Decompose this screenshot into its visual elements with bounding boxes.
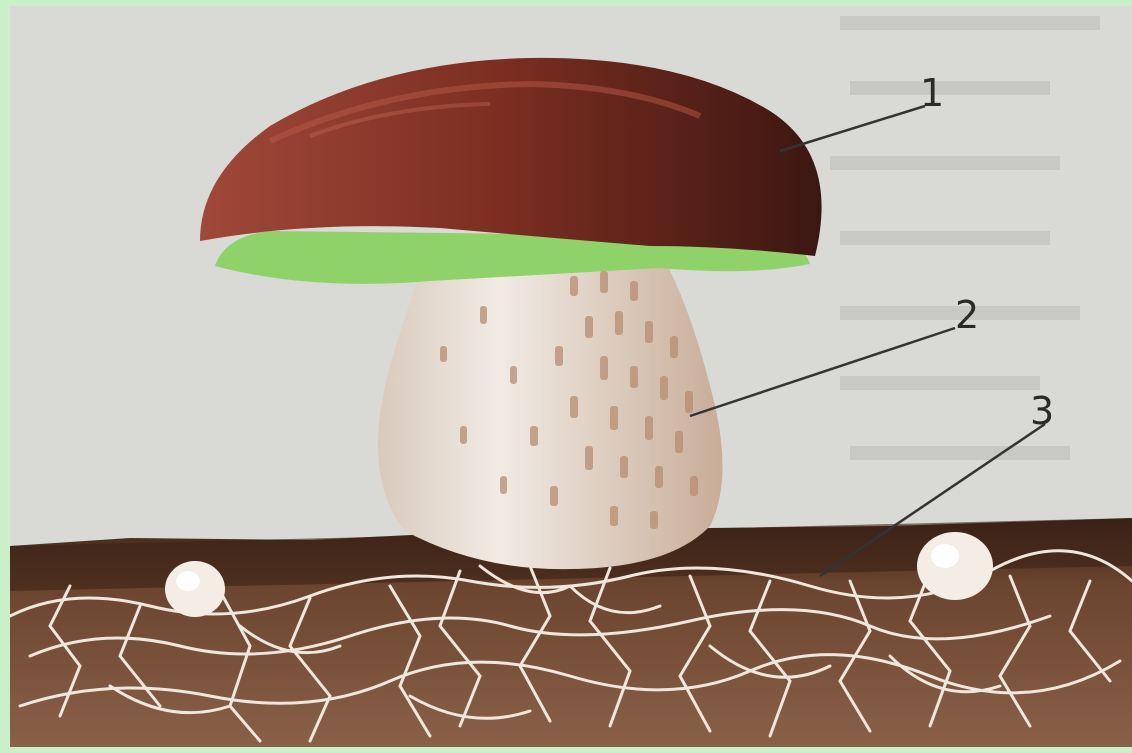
diagram-frame: 1 2 3 <box>10 6 1132 747</box>
label-cap: 1 <box>920 71 944 115</box>
background-text-texture <box>830 16 1100 460</box>
mushroom-stem <box>378 251 723 569</box>
label-stem: 2 <box>955 293 979 337</box>
leader-line-stem <box>690 328 955 416</box>
label-mycelium: 3 <box>1030 389 1054 433</box>
mushroom-cap <box>200 58 822 284</box>
mushroom-diagram: 1 2 3 <box>10 6 1132 747</box>
leader-line-cap <box>780 106 925 151</box>
young-mushroom-left <box>165 561 225 617</box>
young-mushroom-right <box>917 532 993 600</box>
